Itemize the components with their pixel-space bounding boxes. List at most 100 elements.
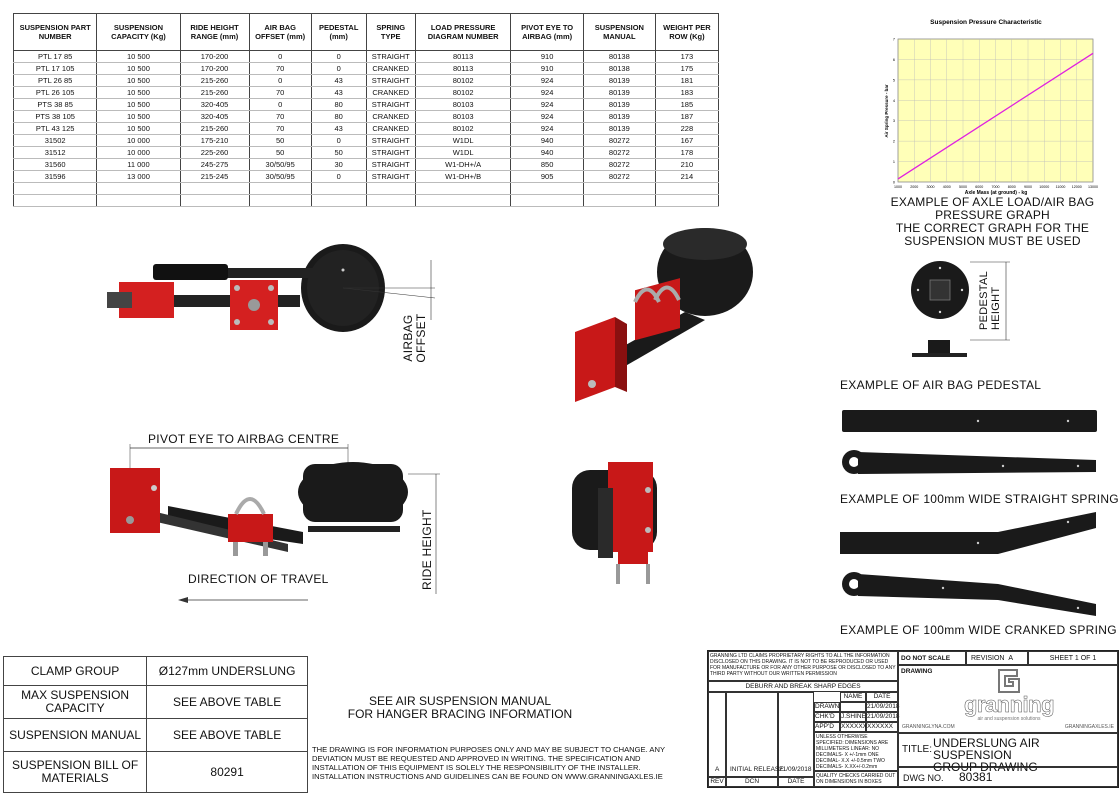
spec-column-header: SUSPENSION PART NUMBER [12, 13, 98, 51]
table-cell: 0 [248, 50, 312, 63]
tolerance-notes: UNLESS OTHERWISE SPECIFIED: DIMENSIONS A… [814, 732, 898, 771]
chart-grid [897, 38, 1094, 183]
hanger-note-line: FOR HANGER BRACING INFORMATION [347, 707, 573, 721]
table-cell: 31560 [12, 158, 98, 171]
dcn-column [726, 692, 778, 777]
table-cell [510, 182, 584, 195]
chart-series-line [897, 52, 1094, 180]
table-cell [510, 194, 584, 207]
title-label: TITLE: [902, 744, 933, 755]
table-cell: 924 [510, 122, 584, 135]
granning-logo-text: granning [963, 692, 1055, 718]
rev-date: 21/09/2018 [779, 766, 812, 773]
logo-tagline: air and suspension solutions [977, 716, 1041, 722]
table-cell: 215-260 [179, 74, 250, 87]
table-cell: 910 [510, 50, 584, 63]
table-cell: 80102 [414, 122, 512, 135]
table-cell: 70 [248, 122, 312, 135]
table-cell: W1-DH+/B [414, 170, 512, 183]
summary-value: 80291 [146, 751, 308, 793]
table-cell: 924 [510, 86, 584, 99]
table-cell: 940 [510, 134, 584, 147]
table-cell: PTL 26 85 [12, 74, 98, 87]
table-cell: 30/50/95 [248, 158, 312, 171]
title-block: GRANNING LTD CLAIMS PROPRIETARY RIGHTS T… [707, 650, 1119, 788]
table-cell [582, 194, 656, 207]
rev-date-column [778, 692, 814, 777]
table-cell: STRAIGHT [365, 98, 416, 111]
suspension-front-view [572, 462, 657, 584]
table-cell [248, 194, 312, 207]
checked-date: 21/09/2018 [866, 712, 900, 722]
table-cell: W1DL [414, 146, 512, 159]
table-cell: 10 500 [96, 98, 181, 111]
table-cell: 210 [654, 158, 720, 171]
table-cell [12, 182, 98, 195]
table-cell: CRANKED [365, 62, 416, 75]
table-cell: STRAIGHT [365, 74, 416, 87]
rev-letter: A [715, 766, 720, 773]
table-cell: 924 [510, 110, 584, 123]
table-cell: 43 [310, 86, 367, 99]
table-cell: PTS 38 105 [12, 110, 98, 123]
table-cell: 173 [654, 50, 720, 63]
table-cell: 80113 [414, 50, 512, 63]
table-cell: 70 [248, 86, 312, 99]
table-cell: 228 [654, 122, 720, 135]
chart-x-tick: 9000 [1024, 185, 1032, 189]
approved-date: XXXXXX [866, 722, 898, 732]
website-left: GRANNINGLYNA.COM [902, 724, 955, 730]
hanger-note: SEE AIR SUSPENSION MANUAL FOR HANGER BRA… [330, 695, 590, 721]
table-cell: 170-200 [179, 62, 250, 75]
deburr-note: DEBURR AND BREAK SHARP EDGES [708, 681, 898, 692]
chart-x-tick: 3000 [927, 185, 935, 189]
table-cell: 178 [654, 146, 720, 159]
pedestal-height-line: HEIGHT [990, 286, 1002, 330]
spec-column-header: LOAD PRESSURE DIAGRAM NUMBER [414, 13, 512, 51]
drawn-date: 21/09/2018 [866, 702, 900, 712]
table-cell: 10 000 [96, 146, 181, 159]
table-cell: 215-260 [179, 86, 250, 99]
graph-caption-line: PRESSURE GRAPH [935, 208, 1050, 222]
spec-column-header: SUSPENSION MANUAL [582, 13, 656, 51]
table-cell: 30 [310, 158, 367, 171]
table-cell: 50 [248, 146, 312, 159]
summary-label: CLAMP GROUP [2, 656, 148, 686]
summary-label: MAX SUSPENSION CAPACITY [2, 685, 148, 719]
table-cell: 30/50/95 [248, 170, 312, 183]
dwg-number-box: DWG NO. 80381 [898, 767, 1118, 787]
table-cell: 175-210 [179, 134, 250, 147]
name-header: NAME [840, 692, 866, 702]
table-cell: 0 [310, 62, 367, 75]
table-cell: W1DL [414, 134, 512, 147]
table-cell: STRAIGHT [365, 50, 416, 63]
chart-y-tick: 6 [893, 58, 895, 62]
table-cell: 0 [248, 98, 312, 111]
summary-label: SUSPENSION BILL OF MATERIALS [2, 751, 148, 793]
approved-name: XXXXXX [840, 722, 868, 732]
proprietary-notice: GRANNING LTD CLAIMS PROPRIETARY RIGHTS T… [708, 651, 898, 681]
table-cell: 50 [310, 146, 367, 159]
table-cell: 910 [510, 62, 584, 75]
chart-y-tick: 7 [893, 38, 895, 42]
chart-x-tick: 8000 [1008, 185, 1016, 189]
table-cell: 11 000 [96, 158, 181, 171]
chart-xlabel: Axle Mass (at ground) - kg [965, 190, 1028, 196]
spec-column-header: WEIGHT PER ROW (Kg) [654, 13, 720, 51]
table-cell [96, 194, 181, 207]
chart-x-tick: 7000 [992, 185, 1000, 189]
pedestal-height-label: PEDESTAL HEIGHT [978, 271, 1002, 330]
spec-column-header: RIDE HEIGHT RANGE (mm) [179, 13, 250, 51]
chart-x-tick: 10000 [1039, 185, 1049, 189]
table-cell: 10 000 [96, 134, 181, 147]
table-cell: 0 [310, 134, 367, 147]
table-cell [310, 182, 367, 195]
spec-column-header: AIR BAG OFFSET (mm) [248, 13, 312, 51]
